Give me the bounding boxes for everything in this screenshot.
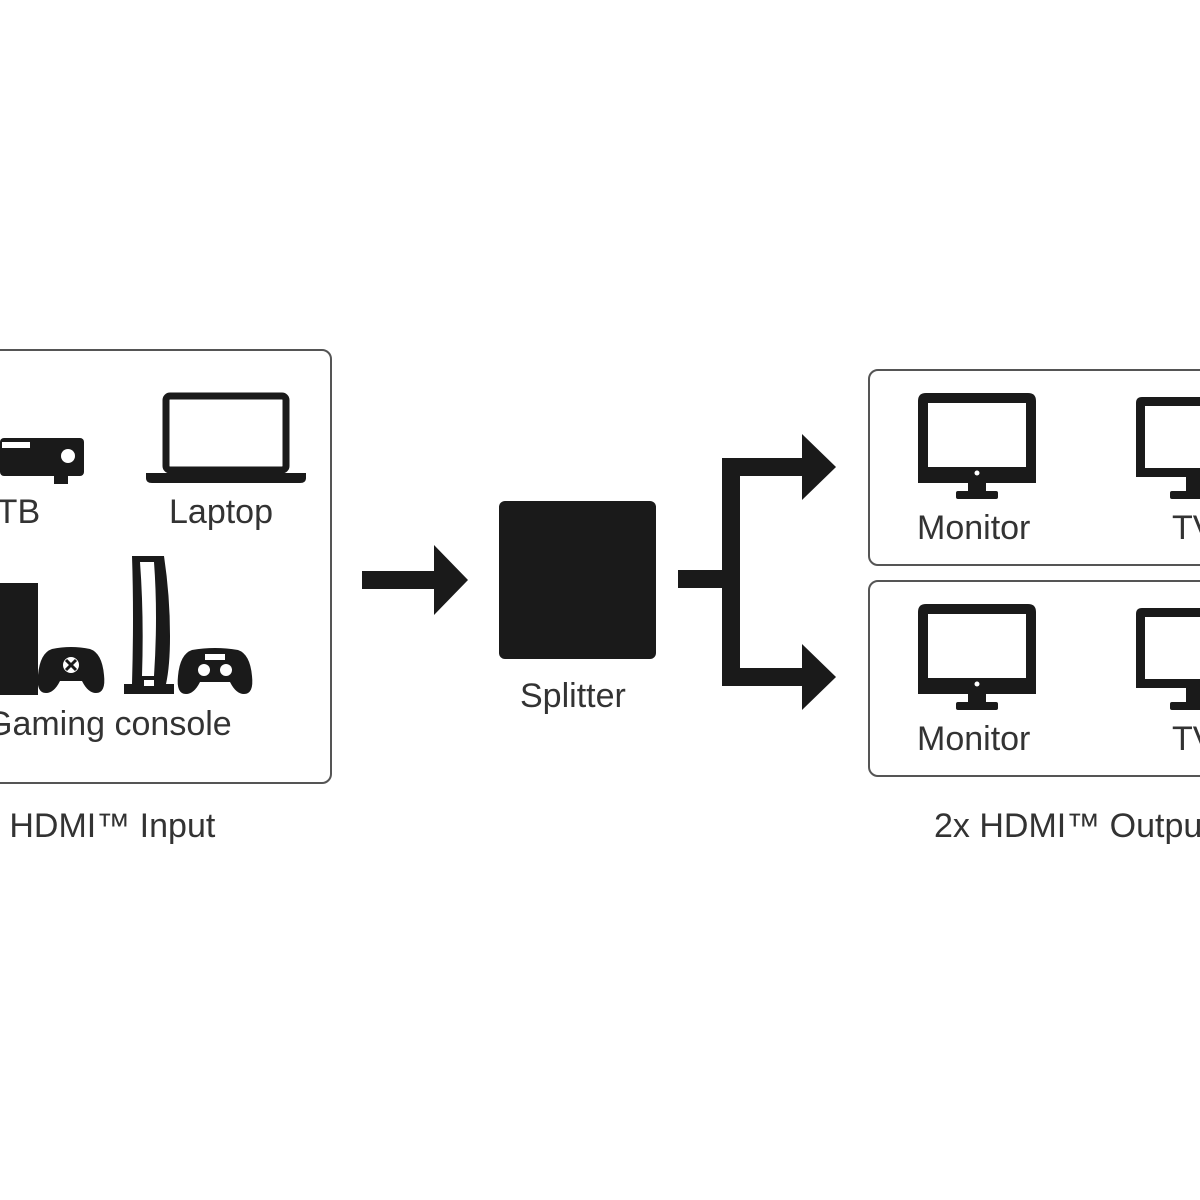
xbox-controller-icon	[37, 647, 105, 693]
console-vertical-icon	[124, 556, 174, 694]
tv-icon	[1136, 608, 1200, 710]
stb-label: STB	[0, 493, 41, 531]
tv-label: TV	[1172, 509, 1200, 547]
monitor-icon	[918, 393, 1036, 499]
ps-controller-icon	[177, 648, 253, 694]
split-arrow-icon	[678, 434, 836, 710]
monitor-label: Monitor	[917, 720, 1031, 758]
input-caption: 2x HDMI™ Input	[0, 807, 216, 845]
input-arrow-icon	[362, 545, 468, 615]
splitter-box	[499, 501, 656, 659]
gaming-console-label: Gaming console	[0, 705, 232, 743]
tv-icon	[1136, 397, 1200, 499]
splitter-label: Splitter	[520, 677, 626, 715]
laptop-icon	[146, 392, 306, 483]
set-top-box-icon	[0, 438, 84, 484]
tv-label: TV	[1172, 720, 1200, 758]
output-caption: 2x HDMI™ Output	[934, 807, 1200, 845]
monitor-label: Monitor	[917, 509, 1031, 547]
console-tower-icon	[0, 583, 38, 695]
laptop-label: Laptop	[169, 493, 273, 531]
monitor-icon	[918, 604, 1036, 710]
